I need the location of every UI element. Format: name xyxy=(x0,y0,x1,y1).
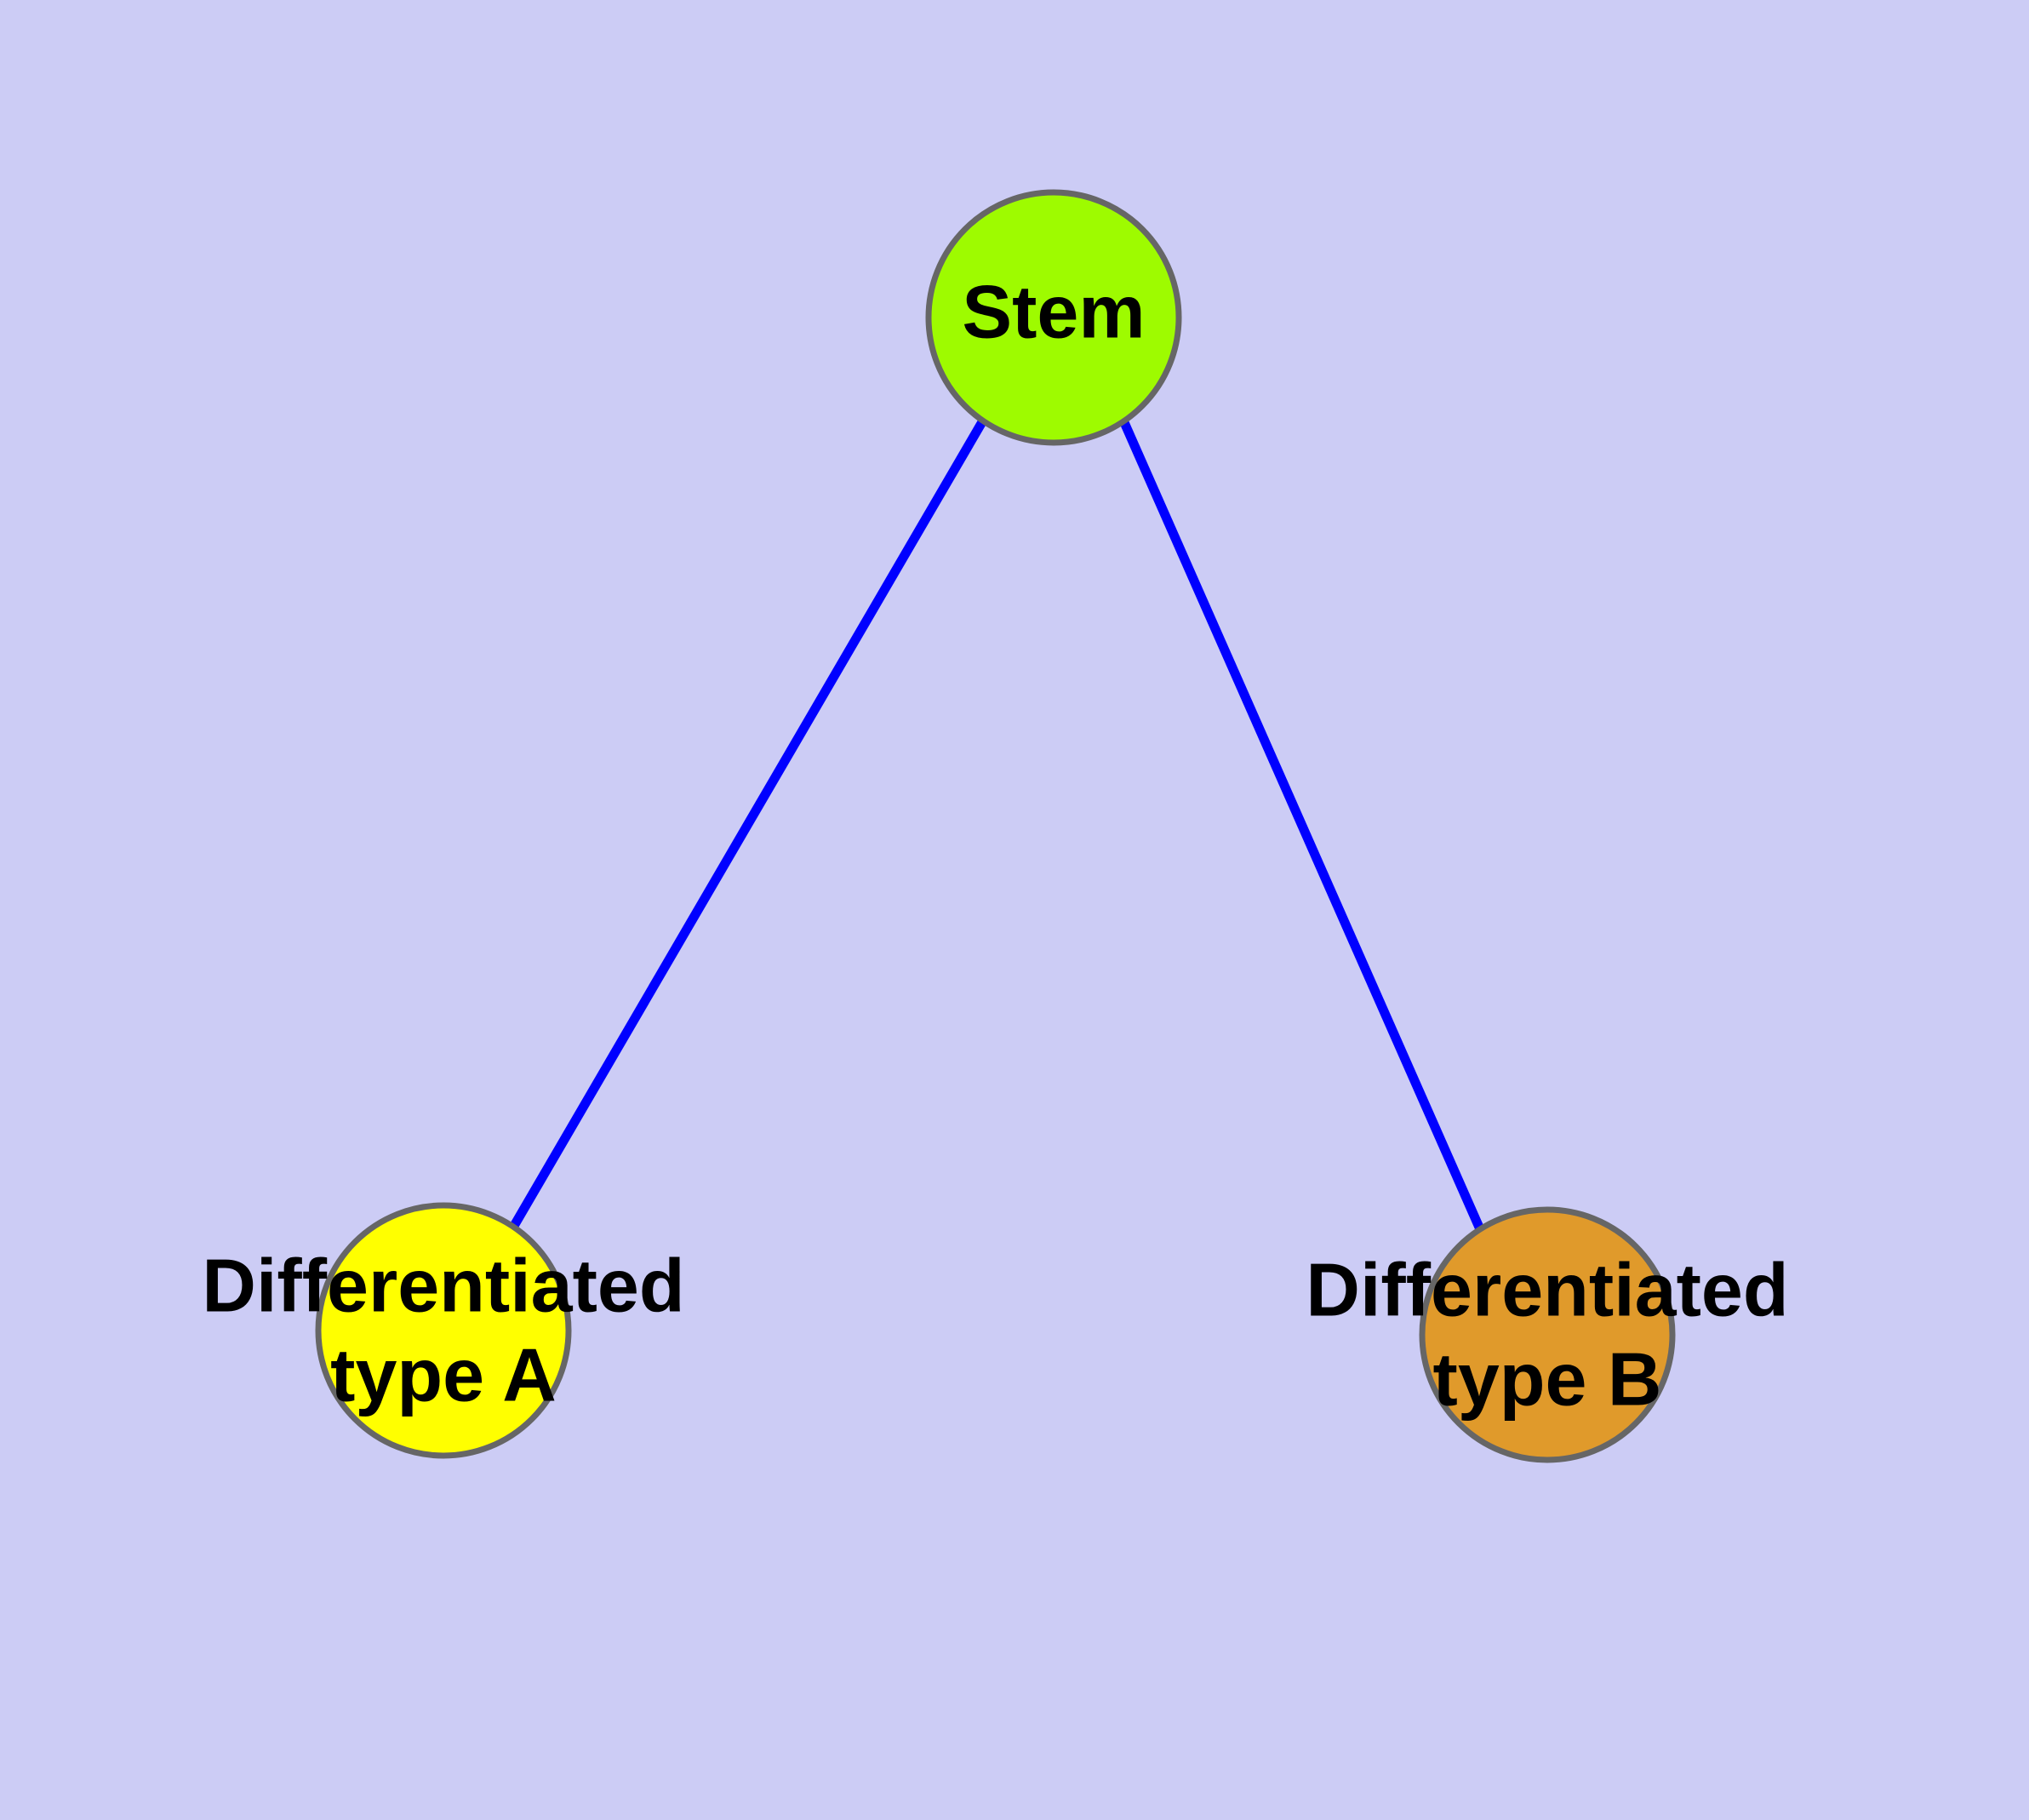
node-differentiated-type-b[interactable] xyxy=(1419,1206,1676,1463)
node-differentiated-type-a[interactable] xyxy=(315,1202,572,1459)
node-label-differentiated-b-line2: type B xyxy=(1433,1336,1662,1421)
edges-layer xyxy=(510,418,1485,1232)
node-circle-stem[interactable] xyxy=(925,189,1182,446)
nodes-layer xyxy=(315,189,1676,1463)
node-stem[interactable] xyxy=(925,189,1182,446)
node-label-differentiated-b-line1: Differentiated xyxy=(1306,1247,1788,1331)
labels-layer: Stem Differentiated type A Differentiate… xyxy=(202,269,1788,1421)
node-label-stem: Stem xyxy=(962,269,1145,353)
node-circle-differentiated-b[interactable] xyxy=(1419,1206,1676,1463)
edge-stem-to-differentiated-b[interactable] xyxy=(1118,418,1485,1232)
node-label-differentiated-a-line1: Differentiated xyxy=(202,1243,684,1327)
node-circle-differentiated-a[interactable] xyxy=(315,1202,572,1459)
edge-stem-to-differentiated-a[interactable] xyxy=(510,418,987,1228)
node-label-differentiated-a-line2: type A xyxy=(330,1332,557,1417)
